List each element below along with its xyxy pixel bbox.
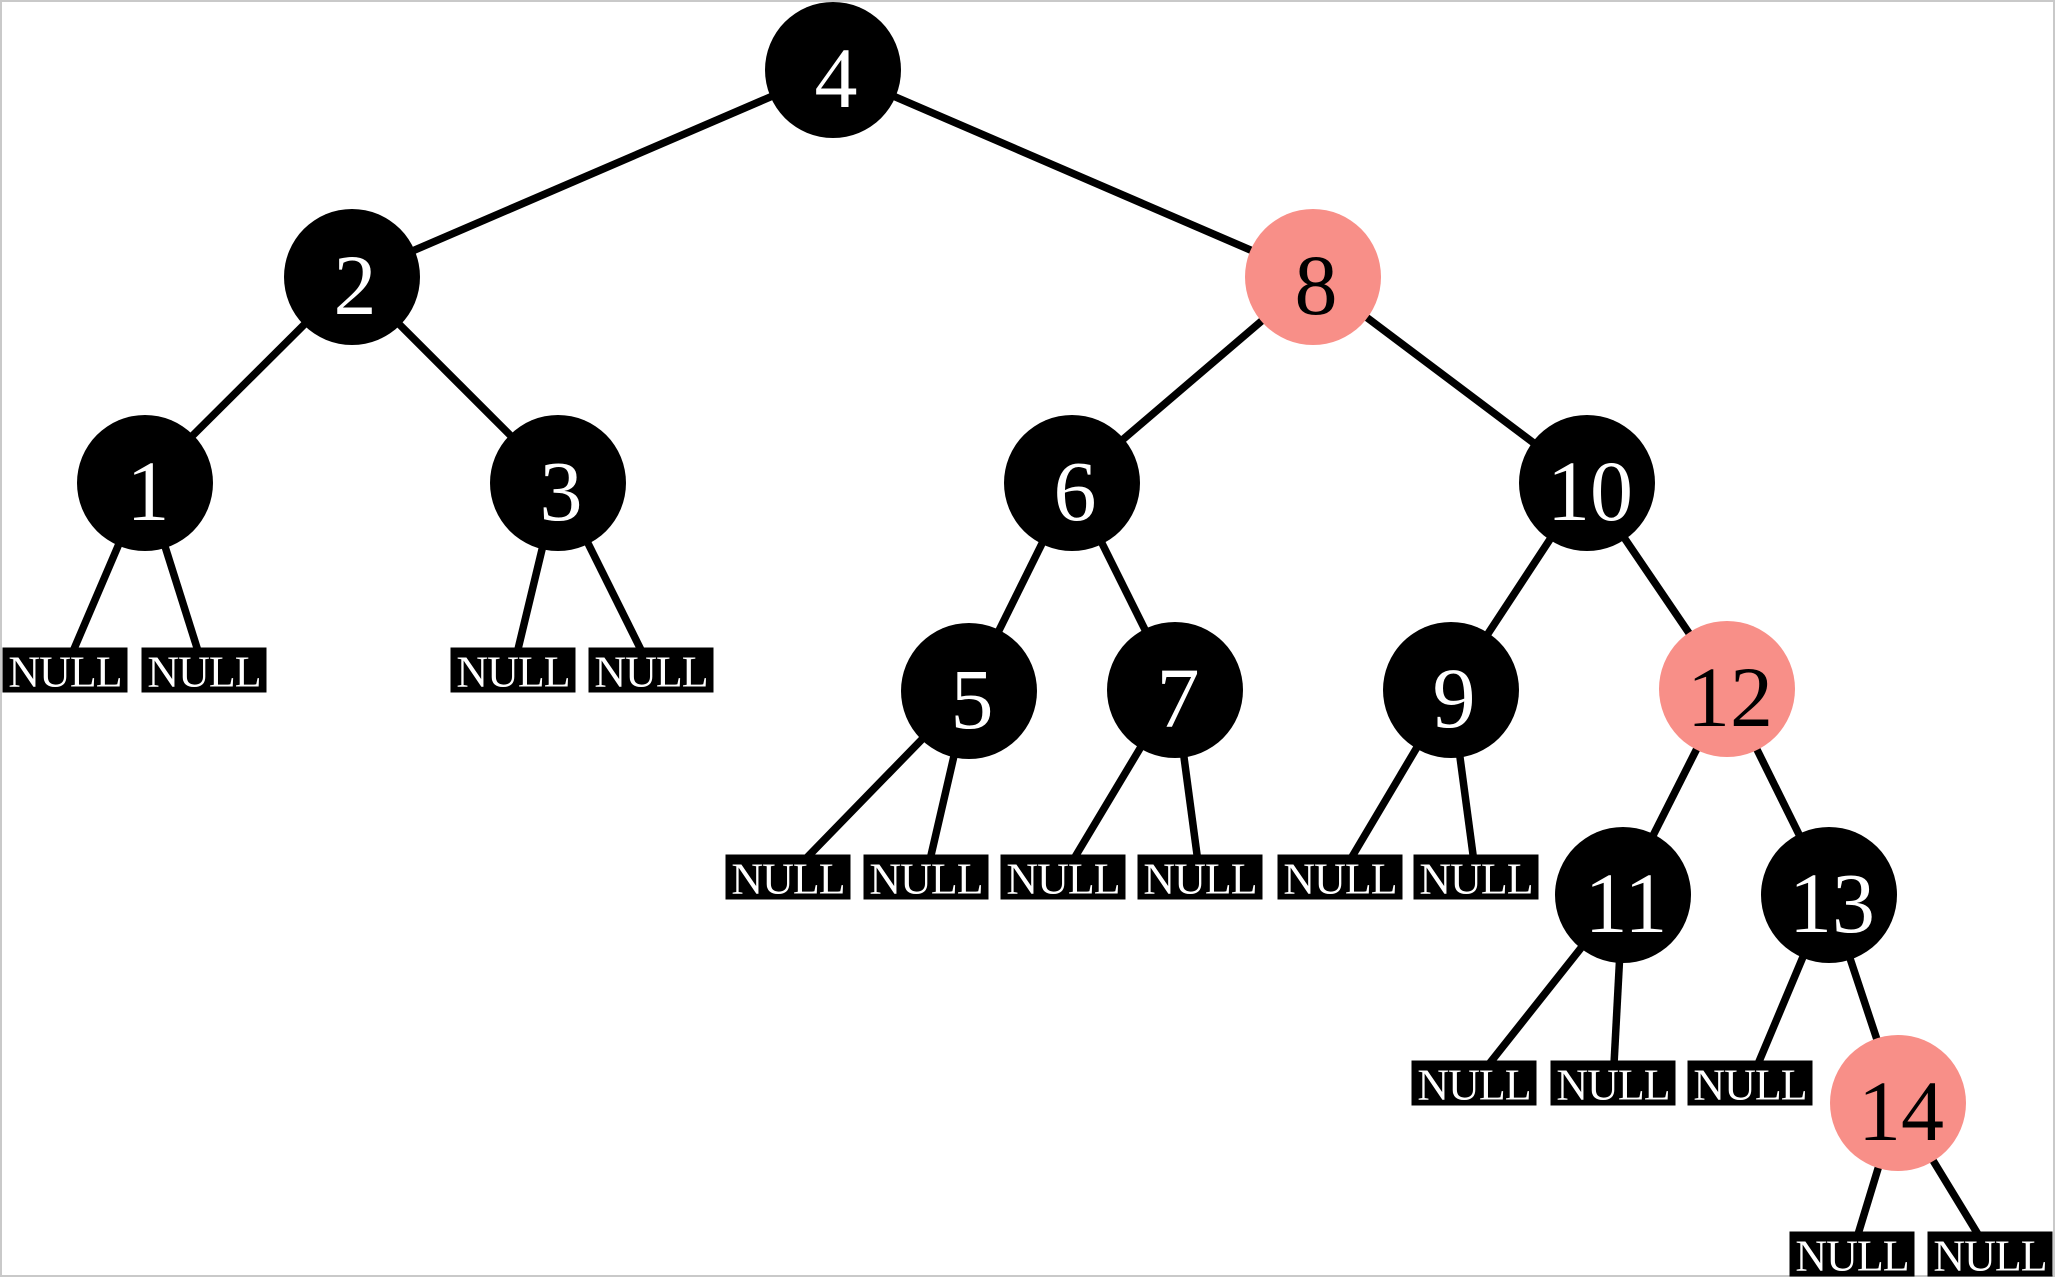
null-leaf-box [863,854,989,900]
tree-node-label: 11 [1585,855,1668,951]
tree-node-label: 7 [1157,650,1200,746]
null-leaf-label: NULL [1417,1061,1530,1110]
tree-node-13: 13 [1761,827,1897,963]
tree-node-circle [1659,621,1795,757]
tree-edge-4-8 [831,66,1315,281]
null-leaf-label: NULL [1556,1061,1669,1110]
tree-node-label: 10 [1547,443,1633,539]
null-leaf-box [1277,854,1403,900]
null-leaf-box [1411,1060,1537,1106]
null-leaf-label: NULL [594,648,707,697]
null-leaf-n11: NULL [1411,1060,1537,1110]
null-leaf-n15: NULL [1927,1231,2053,1277]
null-leaf-n6: NULL [863,854,989,904]
null-leaf-n12: NULL [1550,1060,1676,1110]
null-leaf-n4: NULL [588,647,714,697]
tree-node-label: 13 [1789,855,1875,951]
tree-node-14: 14 [1830,1035,1966,1171]
tree-node-8: 8 [1245,209,1381,345]
null-leaf-label: NULL [8,648,121,697]
tree-node-7: 7 [1107,622,1243,758]
tree-node-label: 8 [1295,237,1338,333]
null-leaf-box [1137,854,1263,900]
null-leaf-n10: NULL [1413,854,1539,904]
tree-node-circle [1245,209,1381,345]
null-leaf-box [2,647,128,693]
null-leaf-box [1687,1060,1813,1106]
tree-node-label: 2 [334,237,377,333]
tree-node-circle [1761,827,1897,963]
tree-node-3: 3 [490,415,626,551]
null-leaf-label: NULL [869,855,982,904]
tree-node-label: 14 [1858,1063,1944,1159]
tree-node-label: 5 [951,651,994,747]
tree-node-circle [77,415,213,551]
tree-node-6: 6 [1004,415,1140,551]
null-leaf-box [1927,1231,2053,1277]
tree-node-label: 6 [1054,443,1097,539]
tree-node-circle [1830,1035,1966,1171]
tree-node-circle [1519,415,1655,551]
tree-node-circle [1555,827,1691,963]
tree-node-1: 1 [77,415,213,551]
null-leaf-n14: NULL [1789,1231,1915,1277]
tree-node-label: 1 [127,443,170,539]
null-leaf-n5: NULL [725,854,851,904]
tree-node-label: 4 [815,30,858,126]
null-leaf-box [141,647,267,693]
tree-node-10: 10 [1519,415,1655,551]
null-leaf-label: NULL [1795,1232,1908,1277]
null-leaf-label: NULL [1419,855,1532,904]
tree-edge-4-2 [350,66,835,281]
null-leaf-n13: NULL [1687,1060,1813,1110]
null-leaf-box [450,647,576,693]
tree-node-4: 4 [765,2,901,138]
null-leaf-box [1550,1060,1676,1106]
null-leaf-label: NULL [1143,855,1256,904]
tree-node-circle [901,623,1037,759]
null-leaf-label: NULL [1933,1232,2046,1277]
null-leaf-label: NULL [147,648,260,697]
tree-node-circle [490,415,626,551]
tree-node-9: 9 [1383,622,1519,758]
null-leaf-box [1413,854,1539,900]
null-leaf-box [588,647,714,693]
tree-node-5: 5 [901,623,1037,759]
tree-node-label: 9 [1433,650,1476,746]
tree-node-label: 12 [1687,649,1773,745]
tree-node-circle [765,2,901,138]
null-leaf-label: NULL [1693,1061,1806,1110]
null-leaf-n7: NULL [1000,854,1126,904]
tree-node-11: 11 [1555,827,1691,963]
null-leaf-n8: NULL [1137,854,1263,904]
null-leaves-layer: NULL NULL NULL NULL NULL NULL NULL NULL NULL NULL… [2,647,2053,1277]
null-leaf-n3: NULL [450,647,576,697]
null-leaf-label: NULL [731,855,844,904]
null-leaf-n1: NULL [2,647,128,697]
tree-node-circle [1383,622,1519,758]
null-leaf-n9: NULL [1277,854,1403,904]
null-leaf-label: NULL [1283,855,1396,904]
tree-node-circle [1004,415,1140,551]
tree-node-2: 2 [284,209,420,345]
null-leaf-label: NULL [456,648,569,697]
tree-node-label: 3 [540,443,583,539]
tree-node-12: 12 [1659,621,1795,757]
null-leaf-box [1789,1231,1915,1277]
tree-node-circle [1107,622,1243,758]
null-leaf-box [1000,854,1126,900]
null-leaf-box [725,854,851,900]
null-leaf-n2: NULL [141,647,267,697]
null-leaf-label: NULL [1006,855,1119,904]
tree-node-circle [284,209,420,345]
